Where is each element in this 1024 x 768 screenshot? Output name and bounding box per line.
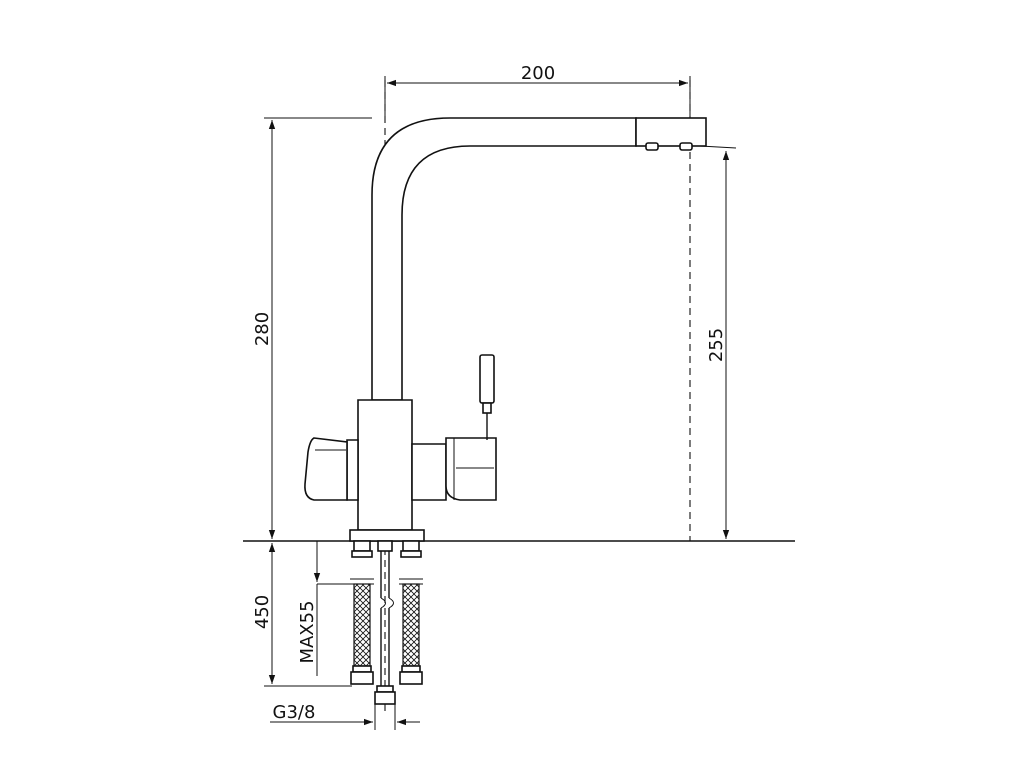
dimension-thread <box>270 704 420 730</box>
thread-label: G3/8 <box>273 702 316 723</box>
spout-height-label: 255 <box>706 328 727 362</box>
lever-handle <box>479 354 495 440</box>
dimension-spout-reach <box>384 76 691 118</box>
spout-reach-label: 200 <box>521 63 555 84</box>
spout <box>371 117 737 401</box>
overall-height-label: 280 <box>252 312 273 346</box>
max-thickness-label: MAX55 <box>297 600 318 663</box>
hose-length-label: 450 <box>252 595 273 629</box>
dimension-hose-length <box>264 543 352 687</box>
faucet-body <box>304 399 497 531</box>
dimension-overall-height <box>264 117 372 539</box>
supply-hoses <box>349 529 425 705</box>
dimension-max-thickness <box>313 541 352 676</box>
